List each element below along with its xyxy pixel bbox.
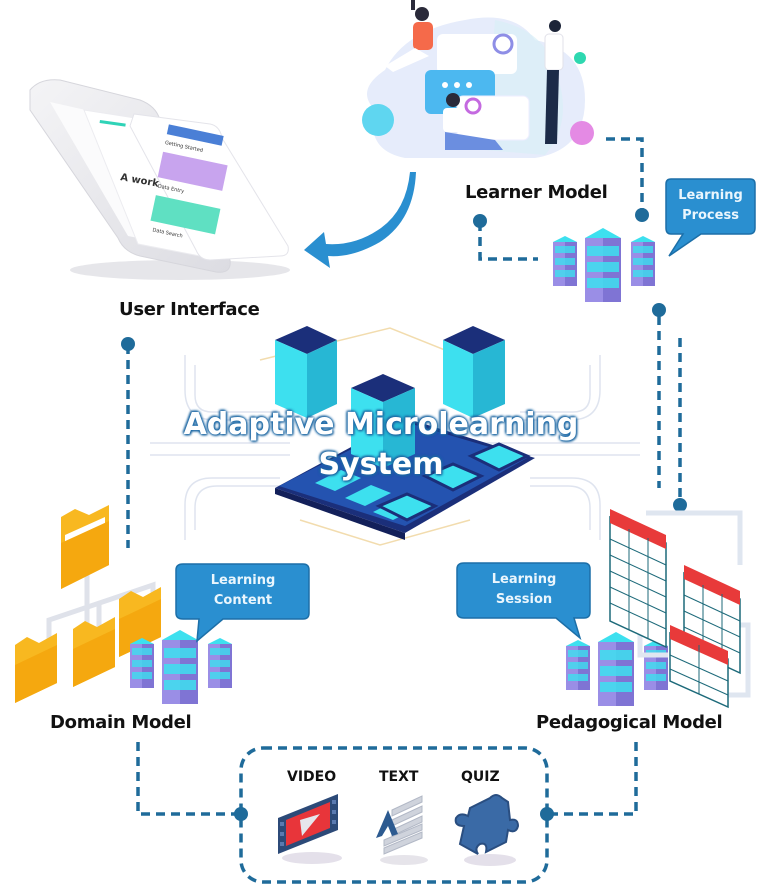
server-small [553,236,577,286]
content-type-text-label: TEXT [379,769,419,785]
learning-content-callout: Learning Content [175,563,311,643]
callout-line: Content [213,593,273,608]
content-type-video-label: VIDEO [287,769,337,785]
learner-model-label: Learner Model [465,182,608,203]
learners-chatting-illustration-icon [362,0,594,158]
connector-learner-left [478,222,538,261]
connector-node [473,214,487,228]
connector-node [635,208,649,222]
database-servers-icon [553,228,655,302]
folder [73,617,115,687]
connector-node [540,807,554,821]
system-title-line2: System [318,447,444,482]
content-type-quiz-label: QUIZ [461,769,500,785]
connector-domain-to-content [136,742,235,816]
callout-line: Learning [678,188,743,203]
linked-tables-icon [609,509,751,709]
folder [119,587,161,657]
connector-node [673,498,687,512]
connector-node [652,303,666,317]
adaptive-system-hub-icon [275,326,535,540]
connector-node [121,337,135,351]
learning-process-callout: Learning Process [665,178,756,258]
callout-line: Learning [491,572,557,587]
callout-line: Process [682,208,739,223]
curved-arrow-icon [304,172,416,268]
system-title-line1: Adaptive Microlearning [183,407,579,442]
server-large [585,228,621,302]
database-servers-icon [130,630,232,704]
chip [467,442,531,472]
connector-node [234,807,248,821]
puzzle-piece-icon [454,794,520,866]
video-film-icon [278,794,342,864]
pedagogical-model-label: Pedagogical Model [536,712,723,733]
domain-model-label: Domain Model [50,712,192,733]
connector-pedagogical-to-content [552,742,638,816]
folder-hierarchy-icon [15,505,161,703]
user-interface-label: User Interface [119,299,260,320]
server-small [631,236,655,286]
chip [421,462,485,492]
smartphone-app-screens-icon: A work Getting Started Data Entry Data S… [29,79,290,280]
callout-line: Learning [210,573,276,588]
learning-session-callout: Learning Session [456,562,592,642]
chip [375,492,439,522]
connector-learner-top [606,137,644,214]
folder [15,633,57,703]
text-document-icon [376,795,428,865]
table [669,625,729,709]
callout-line: Session [495,592,553,607]
screen-item-data-entry: Data Entry [157,183,185,194]
table [609,509,667,649]
folder [61,505,109,589]
